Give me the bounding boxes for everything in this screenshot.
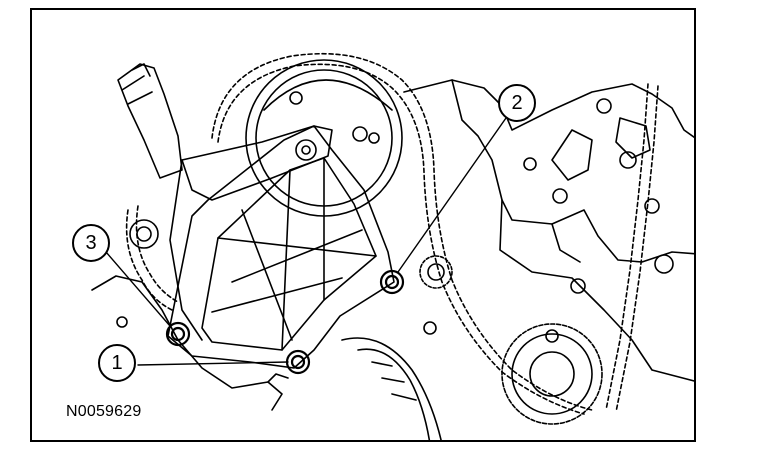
bolt-1 — [285, 349, 311, 375]
callout-3: 3 — [72, 224, 110, 262]
chain-guide-bracket — [167, 125, 395, 369]
solenoid-housing — [117, 63, 183, 179]
figure-id-label: N0059629 — [66, 403, 142, 420]
leader-line-2 — [397, 117, 507, 273]
lower-chain-guide — [341, 337, 442, 440]
lower-block-outline — [91, 275, 586, 411]
bolt-2 — [379, 269, 405, 295]
callout-2-label: 2 — [511, 91, 523, 114]
idler-gear — [419, 255, 453, 289]
timing-chain-right — [605, 83, 659, 413]
tensioner-body — [129, 125, 333, 341]
callout-1: 1 — [98, 344, 136, 382]
timing-chain-left — [125, 205, 179, 311]
engine-block-outline — [403, 79, 694, 382]
callout-2: 2 — [498, 84, 536, 122]
diagram-frame: 1 2 3 N0059629 — [30, 8, 696, 442]
crank-sprocket — [501, 323, 603, 425]
callout-3-label: 3 — [85, 231, 97, 254]
leader-line-1 — [137, 361, 289, 366]
engine-timing-illustration — [91, 53, 694, 440]
callout-1-label: 1 — [111, 351, 123, 374]
leader-line-3 — [105, 251, 171, 327]
